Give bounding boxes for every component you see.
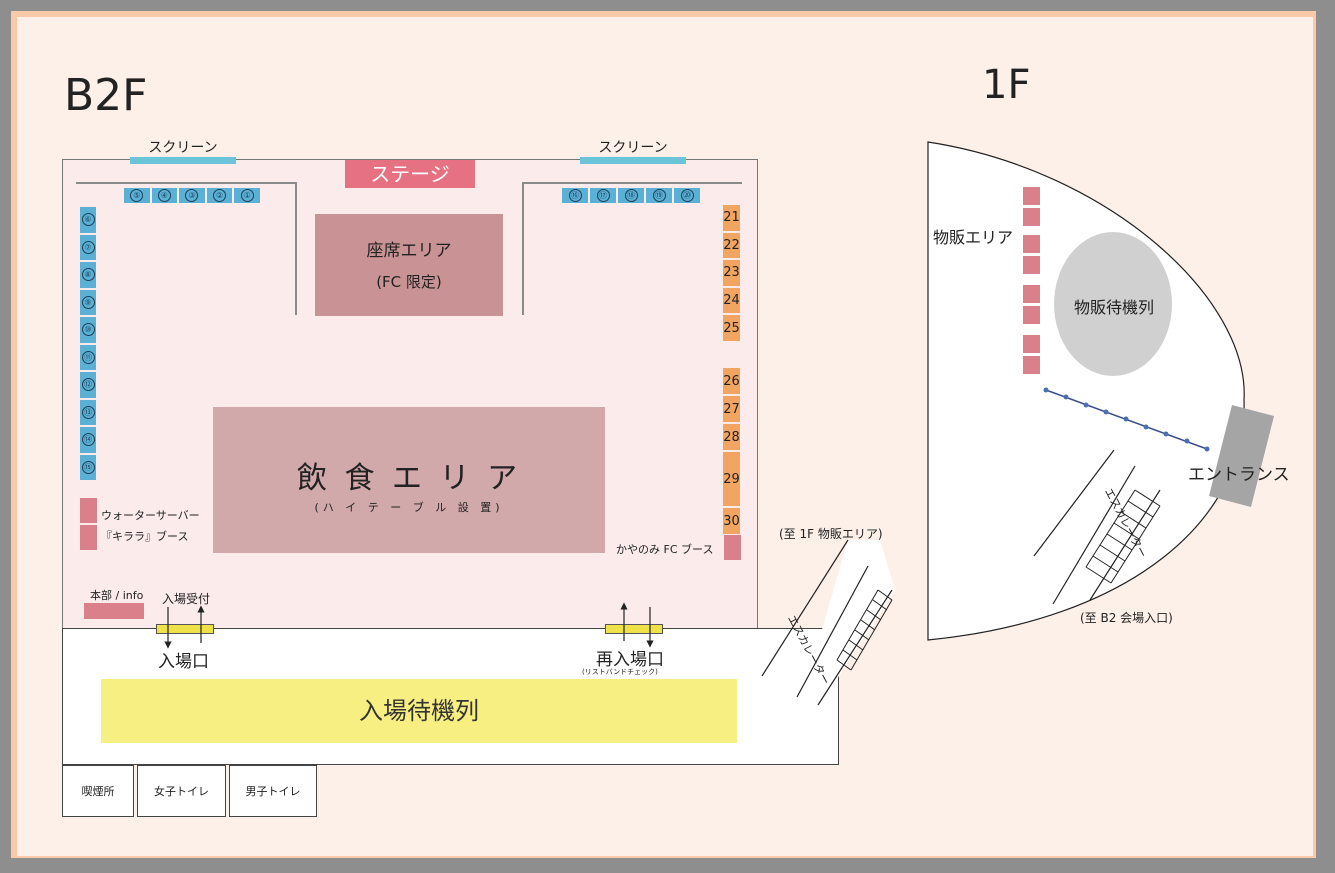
merch-booth-7 (1023, 335, 1040, 353)
booth-24: 24 (722, 286, 741, 315)
booth-19: ⑲ (645, 187, 673, 204)
booth-30: 30 (722, 507, 741, 535)
booth-07: ⑦ (79, 233, 97, 261)
screen-left-label: スクリーン (148, 140, 218, 156)
b2-escalator-well (800, 540, 895, 705)
womens-toilet: 女子トイレ (137, 765, 226, 817)
booth-01: ① (233, 187, 261, 204)
entry-queue: 入場待機列 (101, 679, 737, 743)
partition-right-vertical (522, 182, 524, 315)
booth-08: ⑧ (79, 261, 97, 289)
seat-area-title: 座席エリア (366, 241, 452, 261)
merch-area-label: 物販エリア (933, 228, 1014, 247)
booth-23: 23 (722, 259, 741, 287)
booth-13: ⑬ (79, 398, 97, 426)
booth-10: ⑩ (79, 316, 97, 344)
reentry-label: 再入場口 (596, 650, 664, 670)
food-area: 飲 食 エ リ ア (ハ イ テ ー ブ ル 設 置) (213, 407, 605, 553)
booth-05: ⑤ (123, 187, 151, 204)
1f-title: 1F (982, 62, 1031, 108)
merch-booth-1 (1023, 187, 1040, 205)
screen-right (580, 157, 686, 164)
kirara-booth-label: 『キララ』ブース (101, 530, 189, 543)
merch-booth-5 (1023, 285, 1040, 303)
entrance-label: 入場口 (158, 652, 209, 672)
hq-info-desk (84, 603, 144, 619)
booth-06: ⑥ (79, 206, 97, 234)
booth-15: ⑮ (79, 453, 97, 481)
booth-28: 28 (722, 423, 741, 451)
b2f-title: B2F (64, 70, 148, 121)
f1-entrance-label: エントランス (1188, 465, 1290, 485)
merch-booth-8 (1023, 356, 1040, 374)
food-area-title: 飲 食 エ リ ア (296, 461, 522, 496)
water-server-booth (80, 498, 97, 523)
booth-column-right-b: 26 27 28 29 30 (722, 367, 741, 535)
kirara-booth (80, 525, 97, 550)
booth-04: ④ (150, 187, 179, 204)
screen-left (130, 157, 236, 164)
reentry-note: (リストバンドチェック) (582, 668, 658, 676)
entrance-door-1f (1209, 405, 1274, 507)
entrance-door (156, 624, 214, 634)
hq-info-label: 本部 / info (90, 589, 144, 602)
partition-top-right (522, 182, 742, 184)
to-b2-label: (至 B2 会場入口) (1080, 611, 1173, 625)
merch-booth-3 (1023, 235, 1040, 253)
booth-03: ③ (178, 187, 206, 204)
reentry-door (605, 624, 663, 634)
booth-09: ⑨ (79, 288, 97, 316)
booth-29: 29 (722, 451, 741, 507)
partition-left-vertical (295, 182, 297, 315)
booth-02: ② (205, 187, 234, 204)
merch-queue-label: 物販待機列 (1073, 298, 1154, 317)
mens-toilet: 男子トイレ (229, 765, 317, 817)
smoking-room: 喫煙所 (62, 765, 134, 817)
f1-hall-outline (927, 141, 1245, 641)
stage: ステージ (345, 160, 475, 188)
water-server-label: ウォーターサーバー (101, 509, 200, 522)
booth-11: ⑪ (79, 343, 97, 371)
booth-18: ⑱ (617, 187, 645, 204)
seat-area-note: (FC 限定) (376, 273, 442, 291)
merch-booth-2 (1023, 208, 1040, 226)
screen-right-label: スクリーン (598, 140, 668, 156)
booth-14: ⑭ (79, 426, 97, 454)
booth-22: 22 (722, 231, 741, 260)
kayanomi-booth-label: かやのみ FC ブース (616, 543, 714, 556)
booth-27: 27 (722, 395, 741, 423)
booth-row-top-right: ⑯ ⑰ ⑱ ⑲ ⑳ (561, 187, 701, 204)
booth-row-top-left: ⑤ ④ ③ ② ① (123, 187, 261, 204)
booth-16: ⑯ (561, 187, 589, 204)
kayanomi-booth (724, 535, 741, 560)
booth-12: ⑫ (79, 371, 97, 399)
booth-25: 25 (722, 314, 741, 342)
booth-17: ⑰ (589, 187, 617, 204)
entry-reception-label: 入場受付 (162, 592, 211, 606)
booth-column-right-a: 21 22 23 24 25 (722, 204, 741, 342)
booth-21: 21 (722, 204, 741, 232)
seat-area: 座席エリア (FC 限定) (315, 214, 503, 316)
merch-booth-6 (1023, 306, 1040, 324)
booth-20: ⑳ (673, 187, 701, 204)
booth-26: 26 (722, 367, 741, 395)
booth-column-left: ⑥ ⑦ ⑧ ⑨ ⑩ ⑪ ⑫ ⑬ ⑭ ⑮ (79, 206, 97, 481)
to-1f-label: (至 1F 物販エリア) (779, 527, 883, 541)
partition-top-left (76, 182, 296, 184)
merch-booth-4 (1023, 256, 1040, 274)
merch-queue-area (1054, 232, 1172, 376)
food-area-note: (ハ イ テ ー ブ ル 設 置) (314, 501, 504, 514)
